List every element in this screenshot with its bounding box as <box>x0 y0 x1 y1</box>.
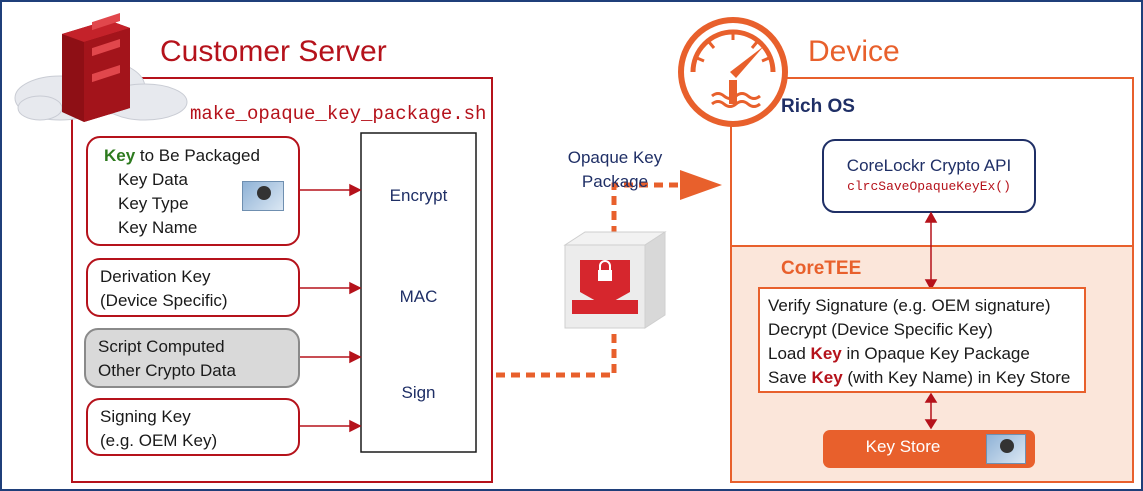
derivation-key-line2: (Device Specific) <box>100 291 228 310</box>
tee-step-save: Save Key (with Key Name) in Key Store <box>768 366 1080 390</box>
step-text: Verify Signature (e.g. OEM signature) <box>768 296 1051 315</box>
op-mac: MAC <box>399 287 438 306</box>
customer-server-title: Customer Server <box>160 35 387 68</box>
operations-box <box>360 132 477 453</box>
op-encrypt: Encrypt <box>389 186 448 205</box>
step-text: in Opaque Key Package <box>841 344 1030 363</box>
step-key-word: Key <box>811 368 843 387</box>
api-title: CoreLockr Crypto API <box>846 156 1012 175</box>
step-text: Load <box>768 344 811 363</box>
key-keyword: Key <box>104 146 136 165</box>
server-icon <box>62 13 130 122</box>
step-text: (with Key Name) in Key Store <box>842 368 1071 387</box>
signing-key-box: Signing Key (e.g. OEM Key) <box>86 398 300 456</box>
package-label: Opaque Key Package <box>555 146 675 194</box>
package-arrowhead <box>680 170 722 200</box>
api-box-border <box>822 139 1036 213</box>
tee-step-decrypt: Decrypt (Device Specific Key) <box>768 318 1080 342</box>
key-store-bar <box>823 430 1035 468</box>
tee-step-load: Load Key in Opaque Key Package <box>768 342 1080 366</box>
device-title: Device <box>808 35 900 68</box>
script-computed-box: Script Computed Other Crypto Data <box>84 328 300 388</box>
script-computed-line2: Other Crypto Data <box>98 361 236 380</box>
package-label-line2: Package <box>581 172 649 191</box>
script-filename: make_opaque_key_package.sh <box>190 103 487 125</box>
key-data-label: Key Data <box>118 170 188 189</box>
gauge-icon <box>678 17 788 127</box>
signing-key-line1: Signing Key <box>100 407 191 426</box>
derivation-key-box: Derivation Key (Device Specific) <box>86 258 300 317</box>
step-key-word: Key <box>810 344 842 363</box>
api-call: clrcSaveOpaqueKeyEx() <box>847 179 1011 194</box>
steps-box <box>758 287 1086 393</box>
rich-os-label: Rich OS <box>781 96 855 117</box>
key-name-label: Key Name <box>118 218 198 237</box>
step-text: Save <box>768 368 812 387</box>
key-store-icon <box>986 434 1026 464</box>
key-to-be-packaged-box: Key to Be Packaged Key Data Key Type Key… <box>86 136 300 246</box>
tee-steps-list: Verify Signature (e.g. OEM signature) De… <box>768 294 1080 390</box>
key-store-label: Key Store <box>865 437 941 456</box>
step-text: Decrypt (Device Specific Key) <box>768 320 993 339</box>
customer-server-box <box>71 77 493 483</box>
script-computed-line1: Script Computed <box>98 337 225 356</box>
op-sign: Sign <box>401 383 436 402</box>
key-heading-rest: to Be Packaged <box>135 146 260 165</box>
signing-key-line2: (e.g. OEM Key) <box>100 431 218 450</box>
device-box <box>730 77 1134 483</box>
key-type-label: Key Type <box>118 194 189 213</box>
tee-step-verify: Verify Signature (e.g. OEM signature) <box>768 294 1080 318</box>
key-icon <box>242 181 284 211</box>
coretee-label: CoreTEE <box>781 258 862 279</box>
package-transfer-path <box>496 182 686 378</box>
package-cube-icon <box>563 231 667 329</box>
package-label-line1: Opaque Key <box>567 148 663 167</box>
derivation-key-line1: Derivation Key <box>100 267 211 286</box>
